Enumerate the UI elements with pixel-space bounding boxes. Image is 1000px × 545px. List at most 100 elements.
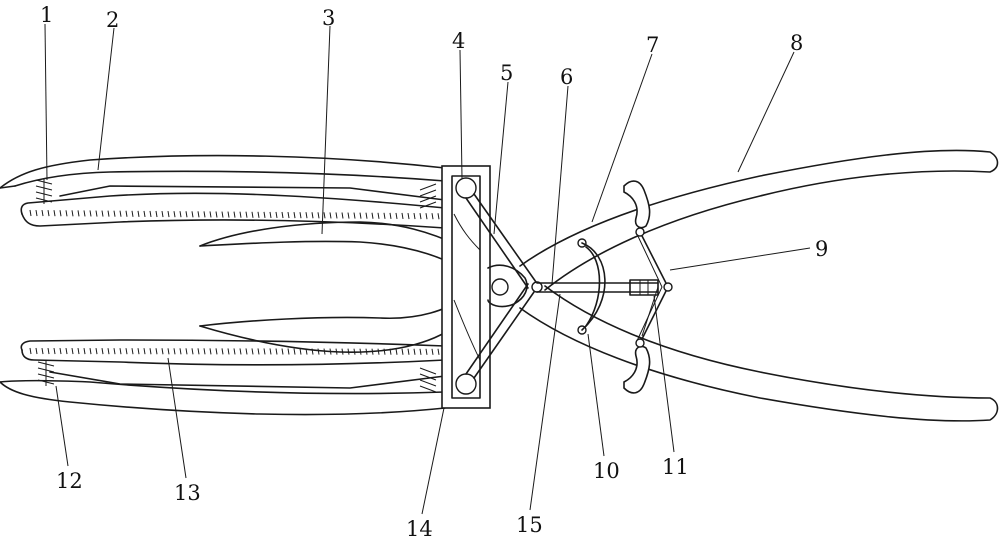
tooth [437, 213, 440, 220]
lower-outer-jaw [0, 379, 446, 416]
tooth [221, 211, 224, 218]
tooth [185, 211, 188, 218]
tooth [413, 212, 416, 220]
tooth [239, 348, 242, 355]
tooth [251, 348, 254, 355]
upper-handle [519, 149, 999, 291]
tooth [191, 348, 194, 355]
tooth [53, 210, 56, 217]
tooth [149, 210, 152, 218]
linkage-arms [465, 193, 537, 379]
tooth [359, 212, 362, 219]
spring-upper-left [35, 178, 53, 204]
tooth [377, 212, 380, 219]
label-9: 9 [815, 237, 828, 261]
tooth [197, 211, 200, 218]
tooth [413, 348, 416, 355]
tooth [269, 211, 272, 219]
tooth [77, 210, 80, 217]
tooth [365, 212, 368, 219]
upper-toothed-jaw [20, 185, 446, 229]
tooth [323, 348, 326, 355]
tooth [287, 211, 290, 219]
tooth [431, 348, 434, 355]
tooth [113, 348, 116, 355]
tooth [311, 348, 314, 355]
tooth [215, 211, 218, 218]
tooth [311, 212, 314, 219]
tooth [335, 348, 338, 355]
upper-cutting-blade [199, 221, 476, 279]
upper-roller [455, 177, 477, 199]
tooth [65, 210, 68, 217]
pull-rod [536, 279, 659, 296]
tooth [293, 212, 296, 219]
tooth [173, 348, 176, 355]
tooth [281, 348, 284, 355]
tooth [89, 210, 92, 217]
tooth [317, 348, 320, 355]
tooth [89, 348, 92, 355]
tooth [287, 348, 290, 355]
tooth [353, 348, 356, 355]
tooth [41, 347, 44, 355]
tooth [65, 347, 68, 355]
spring-upper-right [419, 183, 437, 209]
tooth [419, 348, 422, 355]
tooth [425, 348, 428, 355]
tooth [137, 348, 140, 355]
tooth [101, 348, 104, 355]
tooth [275, 211, 278, 219]
lower-toothed-jaw [20, 339, 446, 389]
tooth [125, 210, 128, 217]
tooth [227, 211, 230, 218]
tooth [101, 210, 104, 217]
tooth [245, 348, 248, 355]
tooth [107, 210, 110, 217]
tooth [215, 348, 218, 355]
leader-lines [44, 23, 811, 515]
tooth [191, 211, 194, 218]
tooth [251, 211, 254, 218]
tooth [317, 212, 320, 219]
tooth [365, 348, 368, 355]
tooth [155, 348, 158, 355]
tooth [179, 211, 182, 218]
tooth [131, 348, 134, 355]
tooth [47, 210, 50, 217]
tooth [257, 211, 260, 218]
tooth [335, 212, 338, 219]
tooth [401, 348, 404, 355]
tooth [233, 211, 236, 218]
label-5: 5 [500, 61, 513, 85]
tooth [227, 348, 230, 355]
tooth [371, 212, 374, 219]
tooth [341, 348, 344, 355]
upper-teeth [29, 209, 440, 220]
tooth [125, 348, 128, 355]
spring-lower-left [37, 360, 55, 386]
pivot-joint [487, 264, 543, 308]
tooth [71, 210, 74, 217]
tooth [257, 348, 260, 355]
tooth [203, 348, 206, 355]
label-8: 8 [790, 31, 803, 55]
tooth [185, 348, 188, 355]
tooth [77, 348, 80, 355]
tooth [209, 348, 212, 355]
upper-outer-jaw [0, 154, 446, 189]
tooth [143, 348, 146, 355]
tooth [143, 210, 146, 217]
tooth [53, 347, 56, 355]
tooth [107, 348, 110, 355]
part-labels: 1 2 3 4 5 6 7 8 9 10 11 12 13 14 15 [40, 3, 828, 541]
tooth [71, 348, 74, 355]
tooth [293, 348, 296, 355]
tooth [83, 348, 86, 355]
tooth [407, 212, 410, 220]
tooth [149, 348, 152, 355]
tooth [197, 348, 200, 355]
tooth [35, 347, 38, 355]
label-3: 3 [322, 6, 335, 30]
